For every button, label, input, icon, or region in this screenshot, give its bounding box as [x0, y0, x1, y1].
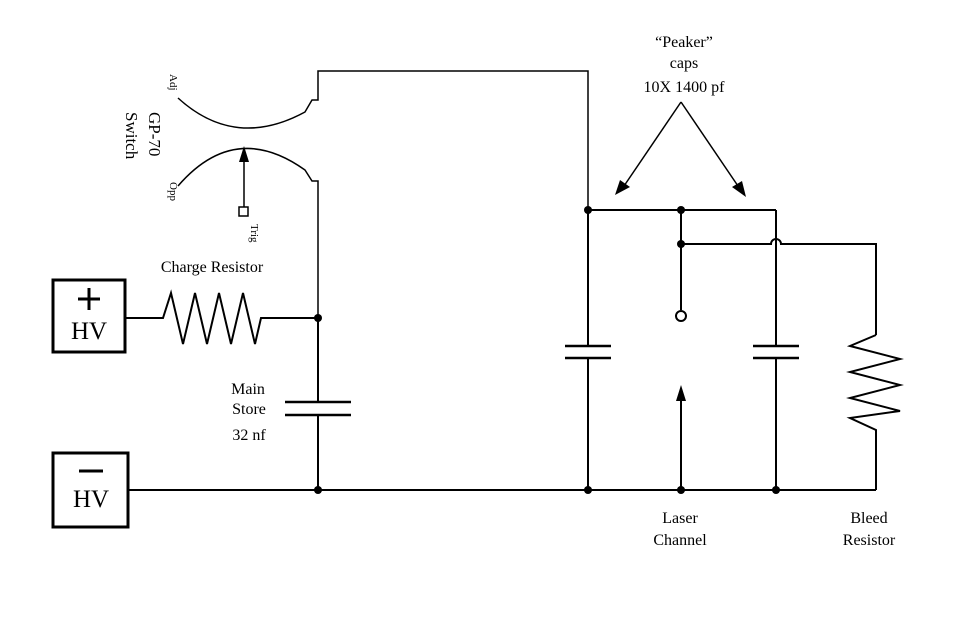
bleed-crossover-wire: [681, 238, 877, 335]
junction-dot: [314, 486, 322, 494]
switch-adj-label: Adj: [167, 74, 179, 91]
charge-resistor: Charge Resistor: [125, 259, 318, 345]
peaker-arrow-left-head: [615, 180, 630, 195]
laser-label-1: Laser: [662, 510, 698, 527]
trigger-terminal: [238, 206, 249, 217]
hv-negative-supply: HV: [51, 451, 130, 529]
hv-positive-label: HV: [71, 318, 107, 345]
main-store-label-1: Main: [231, 381, 265, 398]
bleed-label-1: Bleed: [850, 510, 887, 527]
laser-label-2: Channel: [653, 532, 707, 549]
switch-opp-label: Opp: [167, 182, 179, 201]
charge-resistor-symbol: [125, 289, 318, 345]
junction-dot: [584, 206, 592, 214]
laser-lower-electrode-arrow: [676, 385, 686, 401]
trigger-arrowhead: [239, 146, 249, 162]
switch-trig-label: Trig: [248, 224, 260, 243]
junction-dots: [314, 206, 780, 494]
hv-negative-label: HV: [73, 486, 109, 513]
hv-negative-box: [51, 451, 130, 529]
bleed-resistor-symbol: [846, 334, 904, 490]
laser-channel: Laser Channel: [653, 210, 707, 549]
main-store-value: 32 nf: [232, 427, 266, 444]
peaker-annotation: “Peaker” caps 10X 1400 pf: [615, 34, 746, 197]
peaker-arrow-right-head: [732, 181, 746, 197]
peaker-cap-left: [565, 210, 611, 490]
bleed-label-2: Resistor: [843, 532, 896, 549]
junction-dot: [677, 486, 685, 494]
peaker-arrow-left-line: [623, 101, 682, 187]
charge-resistor-label: Charge Resistor: [161, 259, 264, 276]
switch-upper-electrode: [177, 70, 589, 210]
gp70-switch: GP-70 Switch Adj Opp Trig: [122, 70, 589, 318]
junction-dot: [677, 240, 685, 248]
junction-dot: [677, 206, 685, 214]
main-store-label-2: Store: [232, 401, 266, 418]
junction-dot: [584, 486, 592, 494]
peaker-label-3: 10X 1400 pf: [644, 79, 726, 96]
laser-upper-electrode-tip: [675, 310, 687, 322]
bleed-resistor: Bleed Resistor: [681, 238, 904, 549]
switch-word-label: Switch: [122, 112, 141, 160]
hv-positive-supply: HV: [51, 278, 127, 354]
main-store-capacitor: Main Store 32 nf: [231, 318, 351, 490]
switch-name-label: GP-70: [145, 112, 164, 156]
junction-dot: [772, 486, 780, 494]
peaker-label-2: caps: [670, 55, 698, 72]
peaker-label-1: “Peaker”: [655, 34, 713, 51]
peaker-cap-right: [753, 210, 799, 490]
switch-lower-electrode: [177, 147, 319, 318]
peaker-arrow-right-line: [680, 101, 739, 187]
junction-dot: [314, 314, 322, 322]
